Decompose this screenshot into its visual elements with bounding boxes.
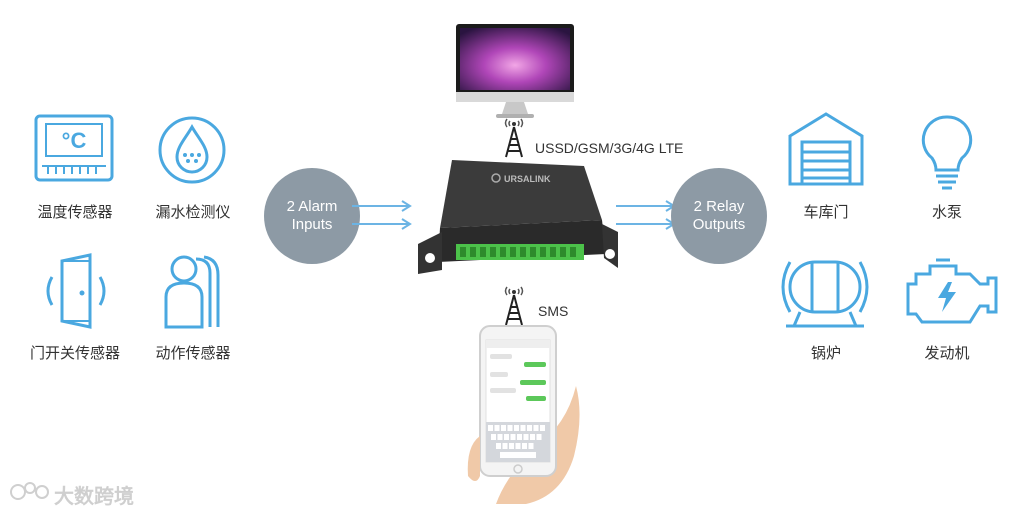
alarm-inputs-line2: Inputs bbox=[292, 216, 333, 234]
sensor-label-temperature: 温度传感器 bbox=[30, 201, 120, 222]
alarm-inputs-circle: 2 Alarm Inputs bbox=[264, 168, 360, 264]
network-top-label: USSD/GSM/3G/4G LTE bbox=[535, 140, 683, 156]
water-leak-icon bbox=[157, 115, 227, 185]
network-bottom-label: SMS bbox=[538, 303, 568, 319]
gateway-device: URSALINK bbox=[412, 158, 622, 282]
thermo-display-text: °C bbox=[62, 128, 87, 153]
device-label-boiler: 锅炉 bbox=[786, 342, 866, 363]
sensor-label-water-leak: 漏水检测仪 bbox=[145, 201, 241, 222]
boiler-icon bbox=[772, 252, 878, 330]
sensor-label-door: 门开关传感器 bbox=[20, 342, 130, 363]
monitor-icon bbox=[456, 24, 574, 120]
relay-outputs-circle: 2 Relay Outputs bbox=[671, 168, 767, 264]
cell-tower-icon-sms bbox=[500, 287, 528, 327]
device-label-engine: 发动机 bbox=[908, 342, 986, 363]
watermark-text: 大数跨境 bbox=[54, 480, 134, 509]
relay-outputs-line2: Outputs bbox=[693, 216, 746, 234]
motion-sensor-icon bbox=[160, 253, 226, 331]
light-bulb-icon bbox=[920, 114, 974, 190]
door-sensor-icon bbox=[38, 253, 114, 331]
device-brand-text: URSALINK bbox=[504, 174, 551, 184]
device-label-pump: 水泵 bbox=[908, 201, 986, 222]
relay-outputs-line1: 2 Relay bbox=[694, 198, 745, 216]
device-label-garage: 车库门 bbox=[786, 201, 866, 222]
engine-icon bbox=[900, 256, 998, 328]
cell-tower-icon bbox=[500, 119, 528, 159]
smartphone-icon bbox=[466, 326, 586, 504]
watermark-logo-icon bbox=[8, 478, 52, 504]
thermometer-sensor-icon: °C bbox=[34, 114, 116, 184]
sensor-label-motion: 动作传感器 bbox=[145, 342, 241, 363]
alarm-inputs-line1: 2 Alarm bbox=[287, 198, 338, 216]
input-arrows bbox=[352, 198, 416, 232]
garage-door-icon bbox=[788, 112, 864, 186]
